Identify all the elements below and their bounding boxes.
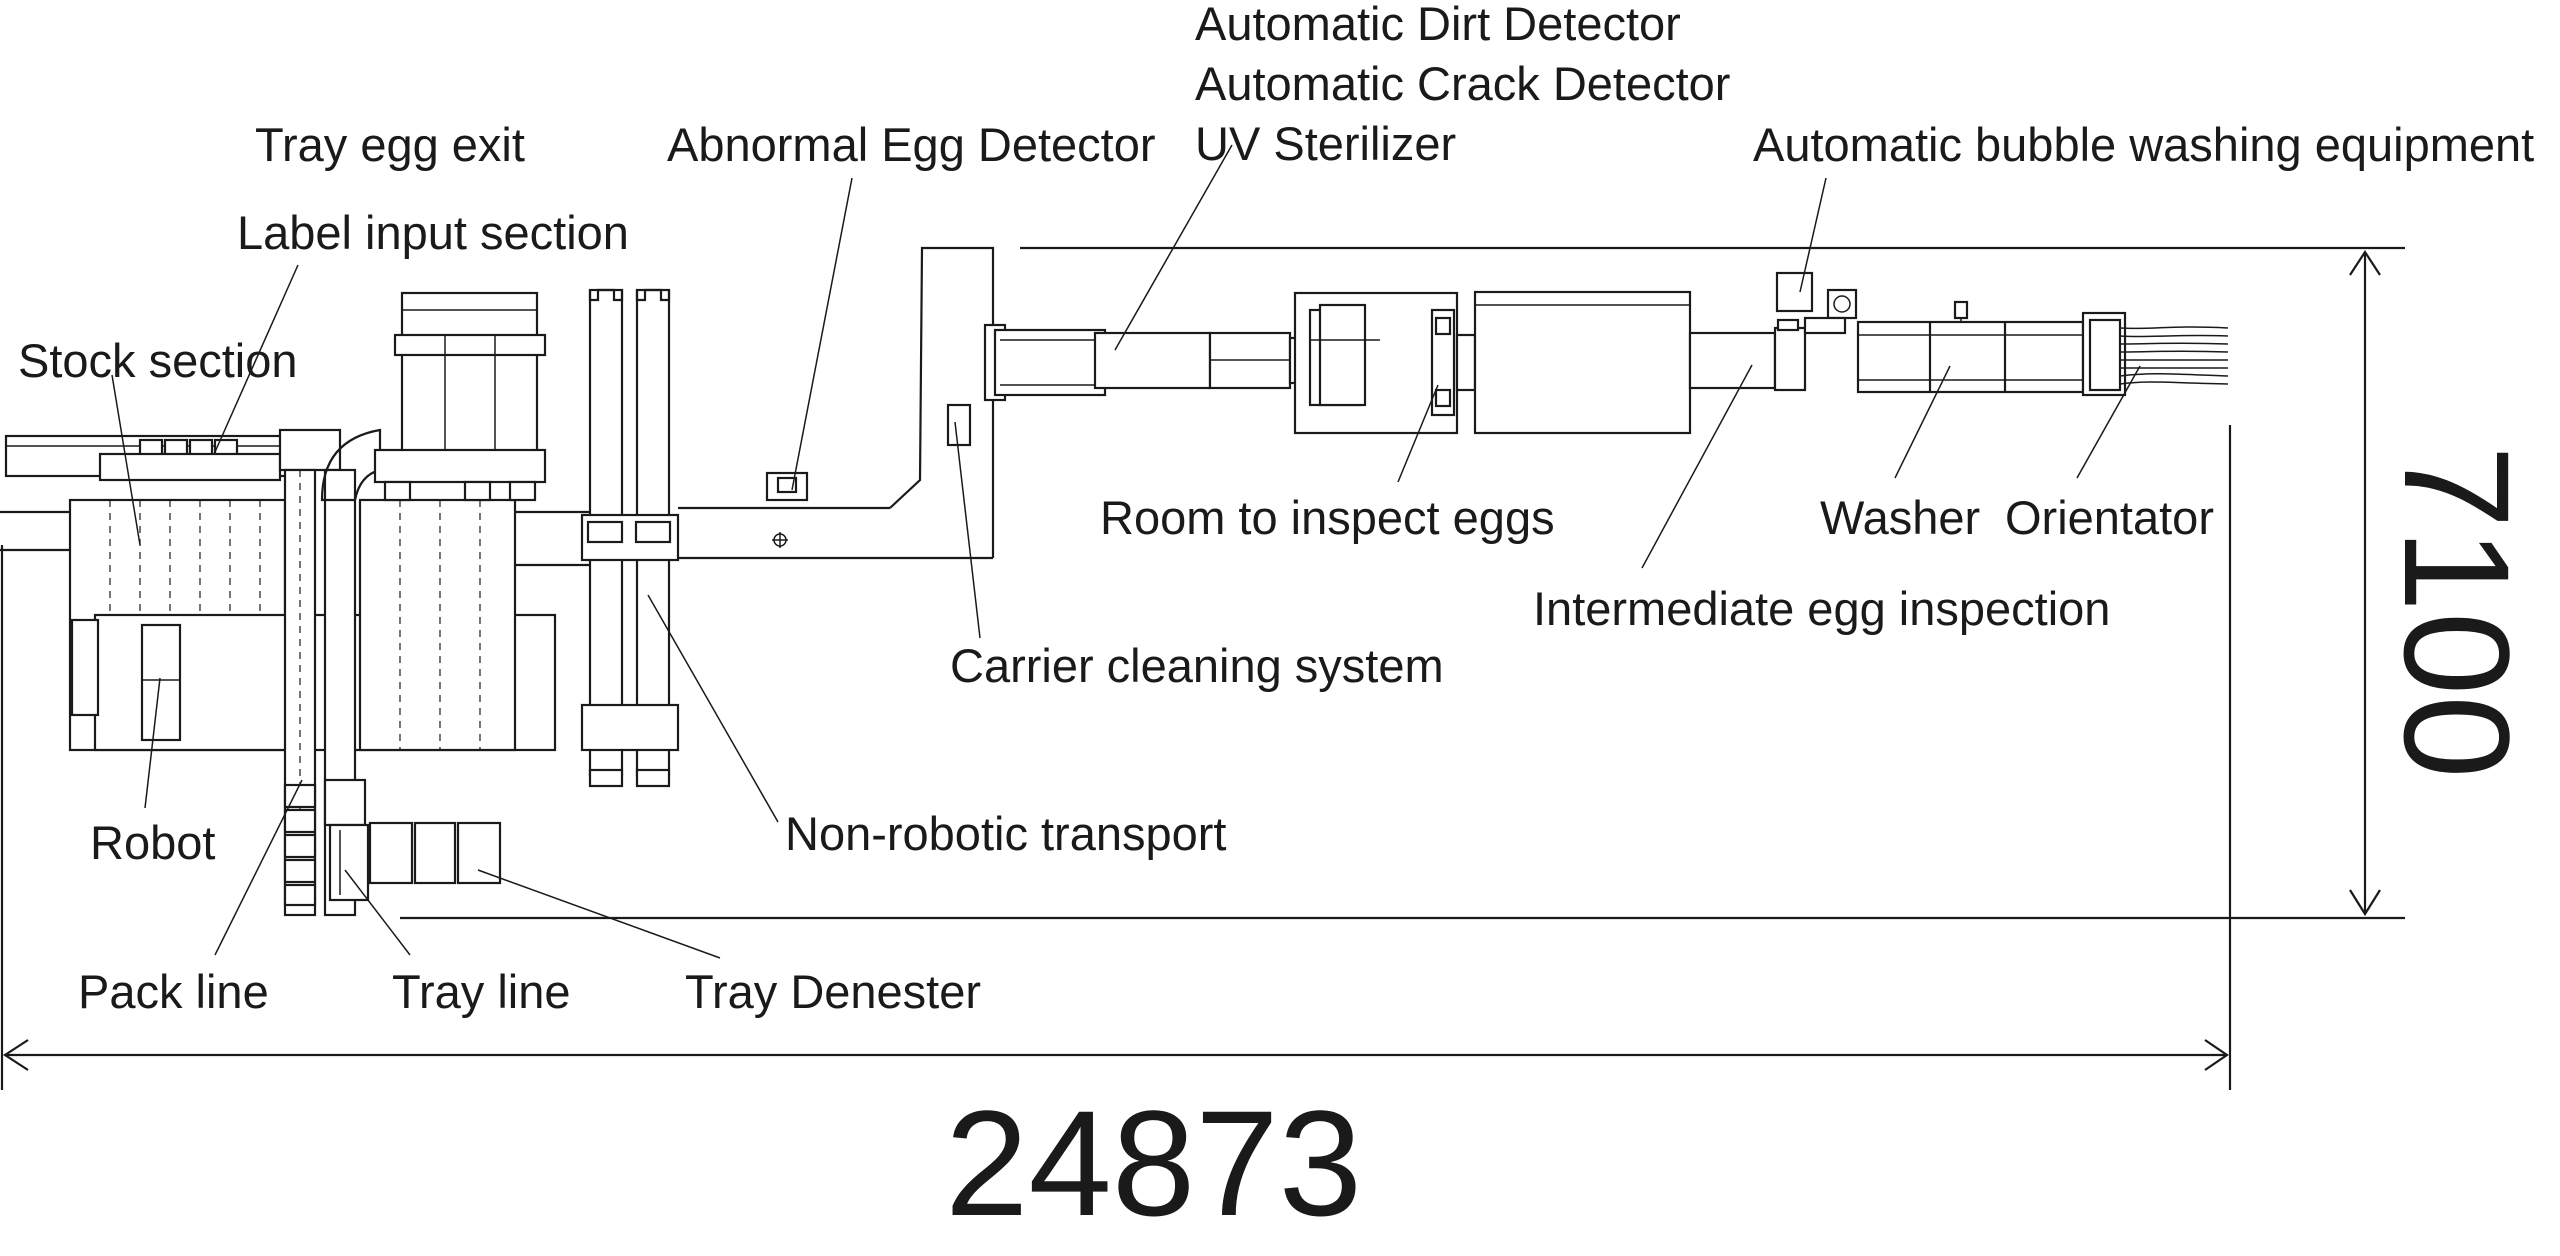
orientator — [2081, 311, 2229, 397]
washer — [1856, 300, 2085, 394]
label-automatic-crack-detector: Automatic Crack Detector — [1195, 57, 1730, 110]
width-dimension — [0, 425, 2232, 1090]
non-robotic-transport — [580, 288, 993, 788]
label-intermediate-egg-inspection: Intermediate egg inspection — [1533, 582, 2110, 635]
label-tray-denester: Tray Denester — [685, 965, 981, 1018]
label-automatic-bubble-washing-equipment: Automatic bubble washing equipment — [1753, 118, 2534, 171]
tray-egg-exit-chute — [320, 428, 382, 502]
height-dimension — [400, 246, 2405, 920]
width-dimension-label: 24873 — [945, 1079, 1362, 1247]
right-stock-block — [358, 498, 590, 752]
label-orientator: Orientator — [2005, 491, 2214, 544]
height-dimension-label: 7100 — [2373, 445, 2541, 779]
label-stock-section: Stock section — [18, 334, 298, 387]
uv-sterilizer-section — [983, 323, 1310, 402]
room-to-inspect-eggs — [1293, 291, 1477, 435]
leader-lines — [111, 144, 2141, 959]
label-input-machine — [373, 291, 547, 502]
label-pack-line: Pack line — [78, 965, 269, 1018]
tray-denester — [328, 821, 502, 902]
label-carrier-cleaning-system: Carrier cleaning system — [950, 639, 1444, 692]
label-washer: Washer — [1820, 491, 1980, 544]
label-tray-line: Tray line — [392, 965, 570, 1018]
label-label-input-section: Label input section — [237, 206, 629, 259]
label-automatic-dirt-detector: Automatic Dirt Detector — [1195, 0, 1681, 50]
intermediate-egg-inspection-room — [1473, 290, 1807, 435]
label-room-to-inspect-eggs: Room to inspect eggs — [1100, 491, 1555, 544]
automatic-bubble-washing-equipment — [1775, 271, 1858, 335]
carrier-cleaning-system — [889, 246, 995, 558]
label-uv-sterilizer: UV Sterilizer — [1195, 117, 1456, 170]
abnormal-egg-detector — [765, 471, 809, 548]
label-tray-egg-exit: Tray egg exit — [255, 118, 525, 171]
label-robot: Robot — [90, 816, 215, 869]
label-abnormal-egg-detector: Abnormal Egg Detector — [667, 118, 1156, 171]
label-non-robotic-transport: Non-robotic transport — [785, 807, 1226, 860]
